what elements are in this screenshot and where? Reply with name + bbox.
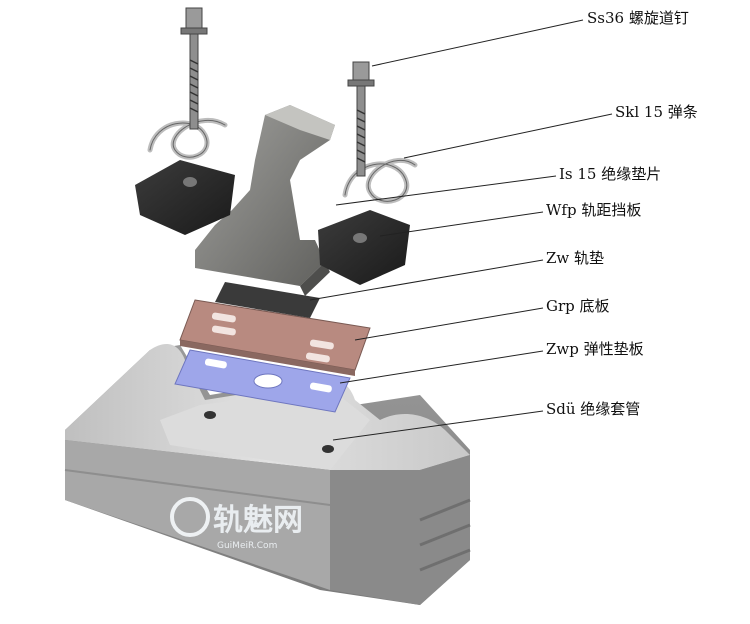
screw-spike-right xyxy=(347,61,375,177)
label-screw-spike: Ss36 螺旋道钉 xyxy=(587,9,689,27)
label-base-plate: Grp 底板 xyxy=(546,297,610,315)
labels: Ss36 螺旋道钉 Skl 15 弹条 Is 15 绝缘垫片 Wfp 轨距挡板 … xyxy=(546,9,698,418)
label-elastic-pad: Zwp 弹性垫板 xyxy=(546,340,644,358)
watermark-brand: 轨魅网 xyxy=(213,503,303,538)
label-insulator: Is 15 绝缘垫片 xyxy=(559,165,661,183)
elastic-pad xyxy=(174,349,351,413)
leader-insulator xyxy=(335,175,557,206)
label-tension-clamp: Skl 15 弹条 xyxy=(615,103,698,121)
rail xyxy=(195,105,335,296)
guide-plate-right xyxy=(318,210,410,285)
watermark: 轨魅网 GuiMeiR.Com xyxy=(170,497,303,551)
tension-clamp-left xyxy=(147,117,228,160)
label-dowel: Sdü 绝缘套管 xyxy=(546,400,640,418)
label-guide-plate: Wfp 轨距挡板 xyxy=(546,201,641,219)
tension-clamp-right xyxy=(342,157,418,204)
guide-plate-left xyxy=(135,160,235,235)
leader-lines xyxy=(309,19,613,441)
watermark-url: GuiMeiR.Com xyxy=(217,541,277,551)
base-plate xyxy=(179,299,371,376)
watermark-logo-icon xyxy=(170,497,210,537)
sleeper-block xyxy=(64,344,471,605)
rail-pad xyxy=(215,282,320,318)
label-rail-pad: Zw 轨垫 xyxy=(546,249,604,267)
leader-guide-plate xyxy=(379,211,544,237)
leader-rail-pad xyxy=(309,259,544,301)
leader-elastic-pad xyxy=(339,350,544,384)
leader-tension-clamp xyxy=(403,113,613,159)
leader-dowel xyxy=(332,410,544,441)
leader-base-plate xyxy=(354,307,544,341)
leader-screw-spike xyxy=(371,19,584,67)
screw-spike-left xyxy=(180,7,208,130)
